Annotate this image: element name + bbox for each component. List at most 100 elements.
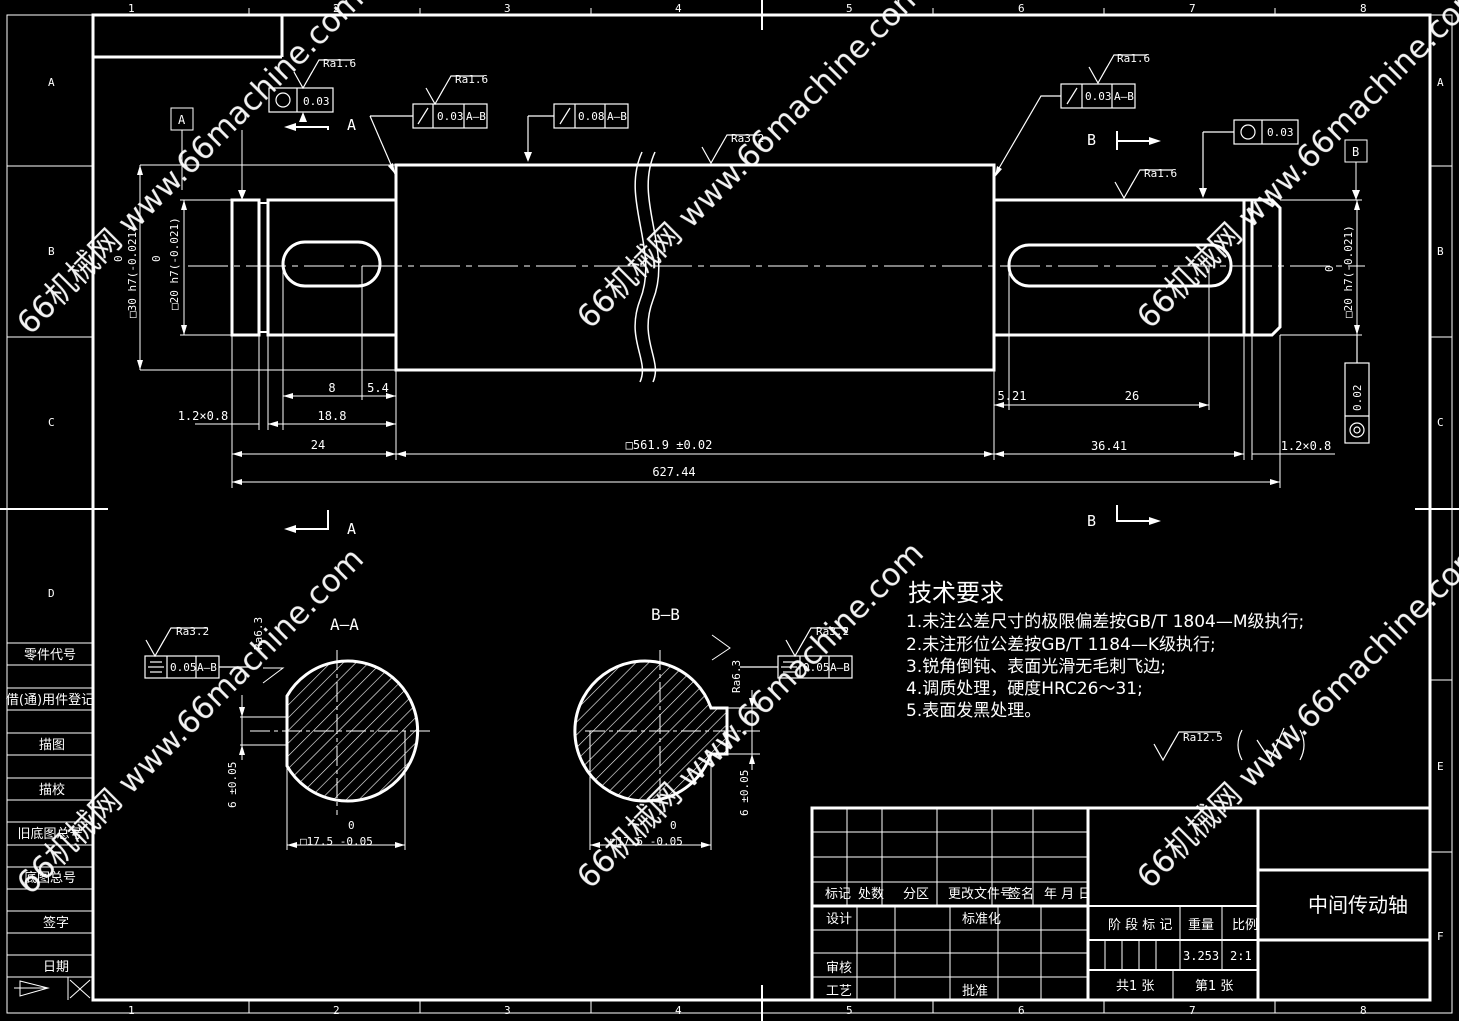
row-label: B — [1437, 245, 1444, 258]
col-label: 6 — [1018, 2, 1025, 15]
dim-5-4: 5.4 — [367, 381, 389, 395]
dim-diameter-20-left-upper: 0 — [150, 255, 163, 262]
tech-item: 5.表面发黑处理。 — [906, 701, 1041, 721]
col-label: 4 — [675, 1004, 682, 1017]
col-label: 1 — [128, 2, 135, 15]
cut-plane-indicators — [290, 126, 1155, 530]
col-label: 2 — [333, 2, 340, 15]
cut-b-label-top: B — [1087, 131, 1096, 149]
section-a-width-dim: □17.5 -0.05 — [300, 835, 373, 848]
col-label: 3 — [504, 2, 511, 15]
tb-header: 标记 — [825, 887, 851, 902]
arrowheads — [137, 165, 1360, 485]
technical-requirements: 技术要求 1.未注公差尺寸的极限偏差按GB/T 1804—M级执行; 2.未注形… — [906, 579, 1304, 721]
dim-diameter-20-left: □20 h7(-0.021) — [168, 217, 181, 310]
tech-item: 1.未注公差尺寸的极限偏差按GB/T 1804—M级执行; — [906, 612, 1304, 632]
tb-header: 签名 — [1008, 886, 1034, 902]
side-label: 描校 — [39, 782, 65, 798]
title-block-texts: 标记 处数 分区 更改文件号 签名 年 月 日 设计 标准化 审核 工艺 批准 … — [825, 886, 1408, 999]
tb-weight: 重量 — [1188, 917, 1214, 933]
tb-sheet-no: 第1 张 — [1195, 979, 1233, 994]
section-b-title: B—B — [651, 605, 680, 624]
dim-18-8: 18.8 — [318, 409, 347, 423]
roughness-label: Ra3.2 — [176, 625, 209, 638]
row-label: E — [1437, 760, 1444, 773]
section-b-width-dim: □17.5 -0.05 — [610, 835, 683, 848]
dim-8: 8 — [328, 381, 335, 395]
dim-5-21: 5.21 — [998, 389, 1027, 403]
dim-diameter-30-upper: 0 — [112, 255, 125, 262]
dim-diameter-30: □30 h7(-0.021) — [126, 225, 139, 318]
break-symbol — [634, 151, 660, 383]
tech-item: 4.调质处理，硬度HRC26～31; — [906, 679, 1143, 699]
watermark: 66机械网 www.66machine.com — [1130, 535, 1459, 896]
tolerance-value: 0.05 — [803, 661, 830, 674]
row-label: A — [48, 76, 55, 89]
frame-column-labels: 1 2 3 4 5 6 7 8 1 2 3 4 5 6 7 8 — [128, 2, 1367, 1017]
tolerance-value: 0.03 — [1085, 90, 1112, 103]
side-label: 签字 — [43, 915, 69, 931]
tolerance-value: 0.02 — [1351, 385, 1364, 412]
col-label: 5 — [846, 2, 853, 15]
tb-sheets-total: 共1 张 — [1116, 979, 1154, 994]
tb-header: 分区 — [903, 887, 929, 902]
section-b-key-dim: 6 ±0.05 — [738, 770, 751, 816]
section-a-a: A—A 6 ±0.05 □17.5 -0.05 0 Ra6.3 — [226, 615, 430, 850]
side-label: 底图总号 — [24, 870, 76, 886]
dim-diameter-20-right: □20 h7(-0.021) — [1342, 225, 1355, 318]
section-b-roughness: Ra6.3 — [730, 660, 743, 693]
tech-item: 3.锐角倒钝、表面光滑无毛刺飞边; — [906, 657, 1166, 677]
side-panel-labels: 零件代号 借(通)用件登记 描图 描校 旧底图总号 底图总号 签字 日期 — [6, 648, 94, 975]
main-dimension-texts: □30 h7(-0.021) 0 □20 h7(-0.021) 0 □20 h7… — [112, 217, 1355, 479]
datum-a-arrow — [238, 190, 246, 200]
cut-a-label-top: A — [347, 116, 356, 134]
tb-approve: 批准 — [962, 984, 988, 999]
tolerance-value: 0.03 — [437, 110, 464, 123]
roughness-label: Ra1.6 — [1117, 52, 1150, 65]
section-a-roughness: Ra6.3 — [252, 617, 265, 650]
shaft-main-view — [230, 163, 1282, 372]
roughness-label: Ra3.2 — [816, 625, 849, 638]
col-label: 7 — [1189, 1004, 1196, 1017]
tb-design: 设计 — [826, 912, 852, 927]
side-label: 描图 — [39, 738, 65, 753]
tolerance-value: 0.03 — [1267, 126, 1294, 139]
dim-24: 24 — [311, 438, 325, 452]
roughness-label: Ra1.6 — [323, 57, 356, 70]
section-a-title: A—A — [330, 615, 359, 634]
watermark: 66机械网 www.66machine.com — [1130, 0, 1459, 336]
datum-a-marker — [170, 107, 243, 200]
watermark: 66机械网 www.66machine.com — [10, 0, 371, 342]
tb-header: 更改文件号 — [948, 887, 1013, 902]
tech-title: 技术要求 — [908, 579, 1004, 607]
datum-b-label: B — [1352, 145, 1359, 159]
frame-row-labels: A B C D A B C E F — [48, 76, 1444, 943]
roughness-texts: Ra1.6 Ra1.6 Ra3.2 Ra1.6 Ra1.6 Ra3.2 Ra3.… — [176, 52, 1223, 744]
tb-part-name: 中间传动轴 — [1308, 893, 1408, 917]
roughness-symbols — [145, 54, 1305, 762]
title-block — [810, 806, 1432, 1002]
tb-check: 审核 — [826, 961, 852, 976]
tb-header: 年 月 日 — [1044, 887, 1091, 902]
tech-item: 2.未注形位公差按GB/T 1184—K级执行; — [906, 635, 1216, 655]
tb-scale: 比例 — [1232, 918, 1258, 933]
col-label: 8 — [1360, 1004, 1367, 1017]
tolerance-frames — [144, 83, 1370, 679]
section-a-key-dim: 6 ±0.05 — [226, 762, 239, 808]
tb-header: 处数 — [858, 887, 884, 902]
tolerance-datum-ref: A—B — [466, 110, 486, 123]
side-label: 旧底图总号 — [17, 826, 82, 842]
row-label: F — [1437, 930, 1444, 943]
cut-b-label-bottom: B — [1087, 512, 1096, 530]
col-label: 4 — [675, 2, 682, 15]
dim-36-41: 36.41 — [1091, 439, 1127, 453]
datum-b-arrow — [1352, 190, 1360, 200]
tolerance-value: 0.03 — [303, 95, 330, 108]
main-dimension-lines — [139, 164, 1362, 488]
tolerance-datum-ref: A—B — [830, 661, 850, 674]
row-label: A — [1437, 76, 1444, 89]
datum-a-label: A — [178, 113, 186, 127]
side-label: 日期 — [43, 960, 69, 975]
dim-561-9: □561.9 ±0.02 — [626, 438, 713, 452]
